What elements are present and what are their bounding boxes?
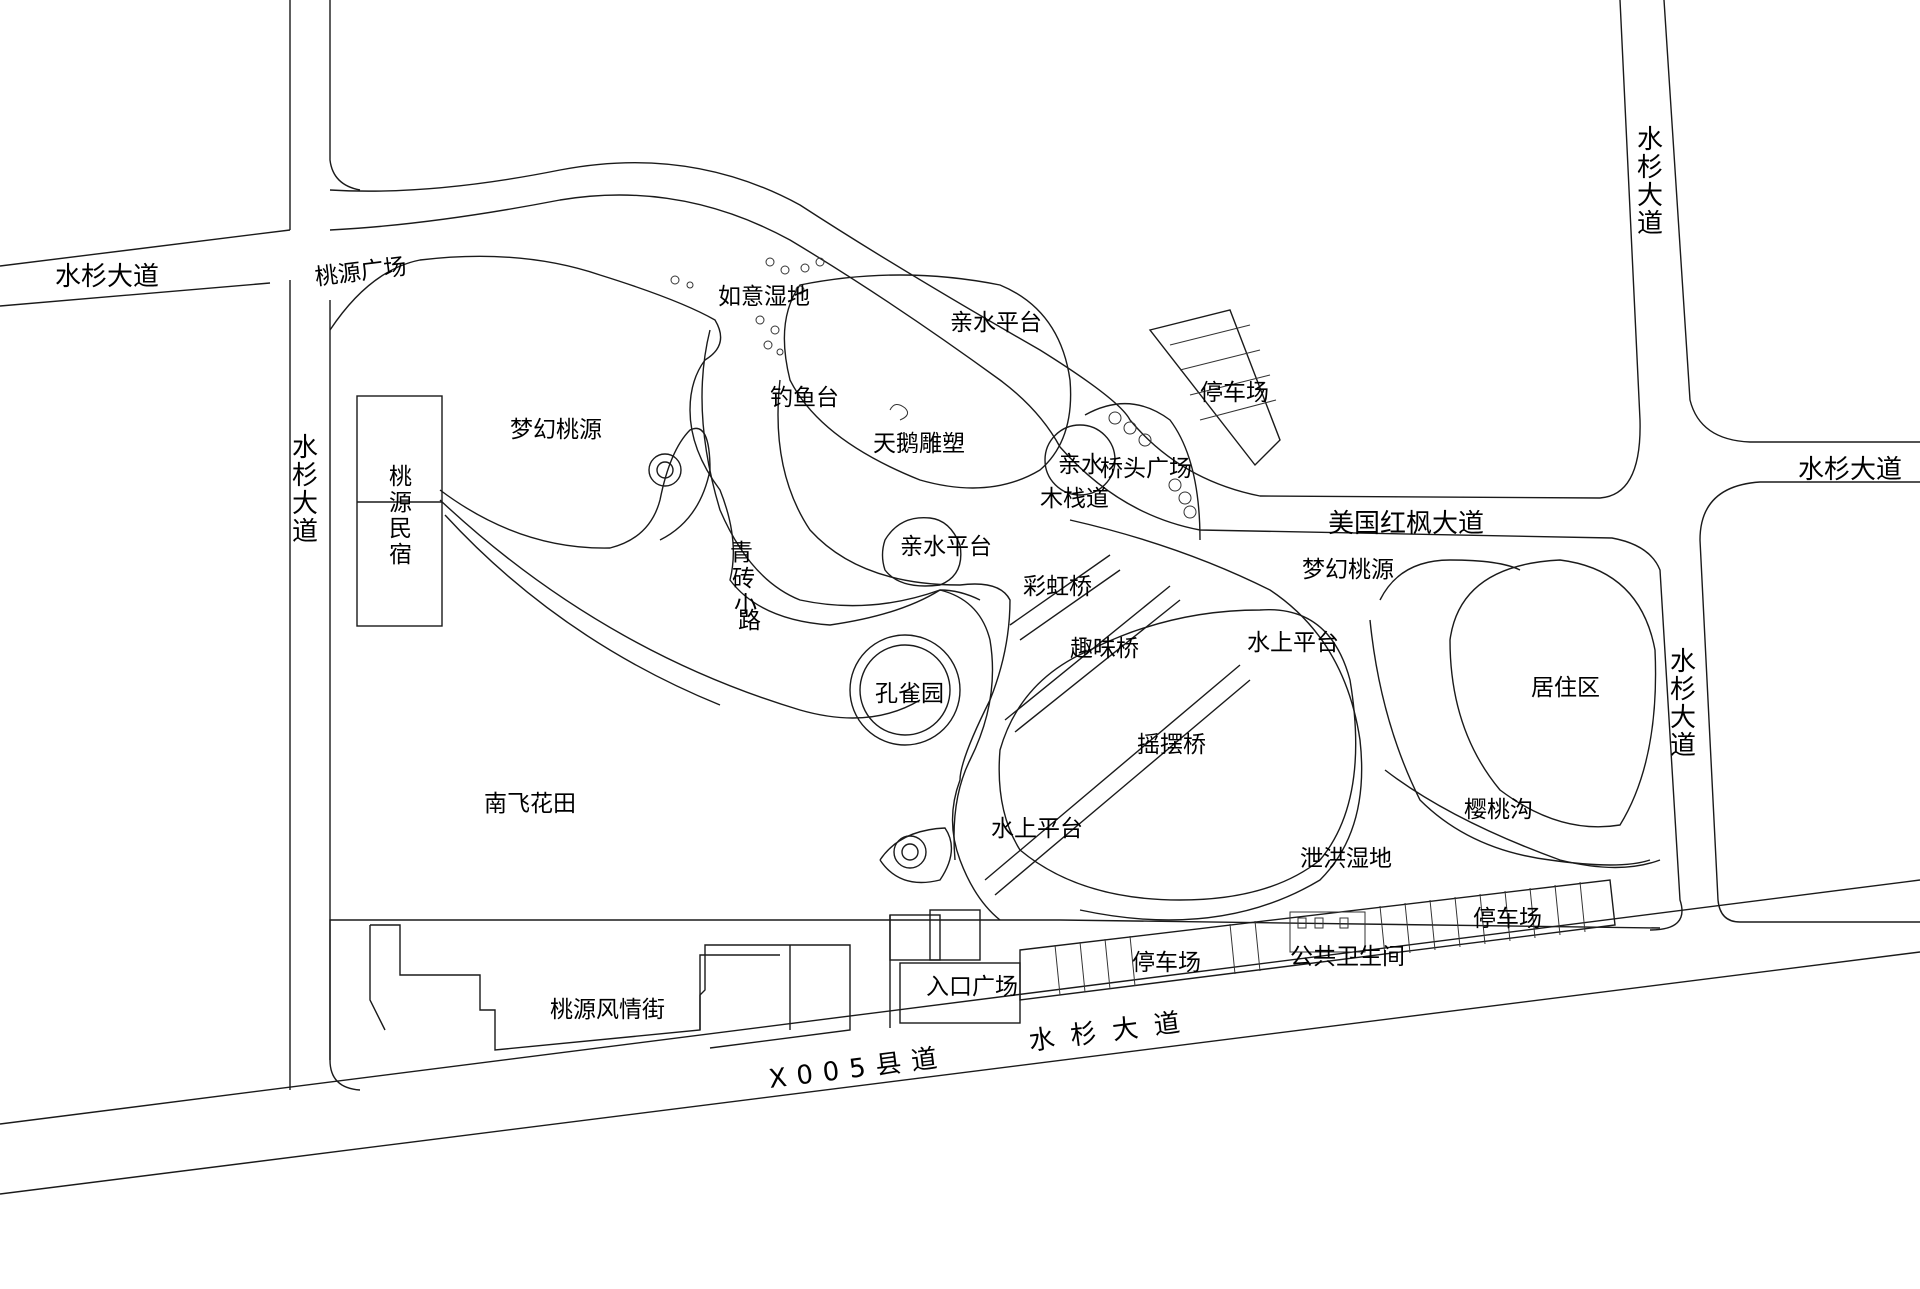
road-label-shuishan-west-vertical: 水 杉 大 道 — [292, 433, 318, 547]
svg-text:杉: 杉 — [1637, 153, 1663, 183]
label-taoyuan-square: 桃源广场 — [314, 254, 408, 291]
svg-text:水: 水 — [292, 433, 318, 463]
label-qinshui-boardwalk-1: 亲水 — [1058, 452, 1104, 478]
road-label-shuishan-right-vertical: 水 杉 大 道 — [1670, 647, 1696, 761]
svg-text:杉: 杉 — [292, 461, 318, 491]
label-cherry-ditch: 樱桃沟 — [1464, 797, 1533, 823]
road-label-shuishan-nw: 水杉大道 — [55, 262, 159, 292]
park-boundary — [329, 255, 1661, 1060]
label-parking-ne: 停车场 — [1200, 380, 1269, 406]
label-swing-bridge: 摇摆桥 — [1137, 732, 1206, 758]
public-toilet-building — [1289, 911, 1366, 953]
label-qinshui-platform-mid: 亲水平台 — [900, 534, 992, 560]
road-label-meiguo-hongfeng: 美国红枫大道 — [1328, 509, 1484, 539]
road-label-shuishan-ne-vertical: 水 杉 大 道 — [1637, 125, 1663, 239]
label-menghuan-taoyuan-east: 梦幻桃源 — [1302, 557, 1394, 583]
label-nanfei-flower-field: 南飞花田 — [484, 791, 576, 817]
lake-system — [439, 274, 1661, 921]
svg-text:大: 大 — [292, 489, 318, 519]
svg-text:杉: 杉 — [1670, 675, 1696, 705]
svg-text:道: 道 — [292, 517, 318, 547]
circular-features — [648, 403, 1201, 884]
buildings — [356, 309, 1616, 1051]
label-swan-sculpture: 天鹅雕塑 — [873, 431, 965, 457]
label-flood-wetland: 泄洪湿地 — [1300, 846, 1392, 872]
svg-text:小: 小 — [734, 592, 757, 618]
svg-text:民: 民 — [389, 516, 412, 542]
svg-text:桃: 桃 — [389, 464, 412, 490]
svg-text:道: 道 — [1670, 731, 1696, 761]
label-ruyi-wetland: 如意湿地 — [718, 284, 810, 310]
taoyuan-homestay-building — [356, 395, 443, 627]
label-taoyuan-homestay: 桃 源 民 宿 — [389, 464, 412, 568]
svg-text:水: 水 — [1637, 125, 1663, 155]
svg-text:大: 大 — [1670, 703, 1696, 733]
label-entrance-square: 入口广场 — [926, 974, 1018, 1000]
fountain-circle-west — [648, 453, 682, 487]
svg-text:道: 道 — [1637, 209, 1663, 239]
svg-text:砖: 砖 — [732, 566, 755, 592]
svg-text:水: 水 — [1670, 647, 1696, 677]
map-labels: 水杉大道 水 杉 大 道 水 杉 大 道 水杉大道 水 杉 大 道 美国红枫大道… — [55, 125, 1902, 1095]
label-rainbow-bridge: 彩虹桥 — [1023, 574, 1092, 600]
road-label-shuishan-south: 水杉大道 — [1027, 1006, 1197, 1057]
label-taoyuan-street: 桃源风情街 — [550, 997, 665, 1023]
wetland-vegetation — [670, 257, 909, 421]
svg-text:宿: 宿 — [389, 542, 412, 568]
svg-text:源: 源 — [389, 490, 412, 516]
bridges — [984, 554, 1251, 896]
label-menghuan-taoyuan-west: 梦幻桃源 — [510, 417, 602, 443]
label-fun-bridge: 趣味桥 — [1070, 636, 1139, 662]
label-bridgehead-square: 桥头广场 — [1100, 456, 1192, 482]
label-brick-path: 青 砖 小 路 — [730, 540, 761, 634]
road-label-county-x005: X005县道 — [767, 1043, 949, 1095]
label-water-platform-top: 水上平台 — [1247, 630, 1339, 656]
label-peacock-garden: 孔雀园 — [875, 681, 944, 707]
label-qinshui-boardwalk-2: 木栈道 — [1040, 486, 1109, 512]
svg-text:青: 青 — [730, 540, 753, 566]
label-parking-se: 停车场 — [1473, 906, 1542, 932]
label-qinshui-platform-top: 亲水平台 — [950, 310, 1042, 336]
label-public-toilet: 公共卫生间 — [1290, 944, 1405, 970]
label-residential: 居住区 — [1531, 675, 1600, 701]
peacock-garden-ring — [849, 634, 961, 746]
svg-text:大: 大 — [1637, 181, 1663, 211]
svg-text:路: 路 — [738, 608, 761, 634]
label-water-platform-bottom: 水上平台 — [991, 816, 1083, 842]
label-fishing-platform: 钓鱼台 — [770, 385, 839, 411]
road-label-shuishan-east: 水杉大道 — [1798, 455, 1902, 485]
label-parking-s: 停车场 — [1132, 950, 1201, 976]
